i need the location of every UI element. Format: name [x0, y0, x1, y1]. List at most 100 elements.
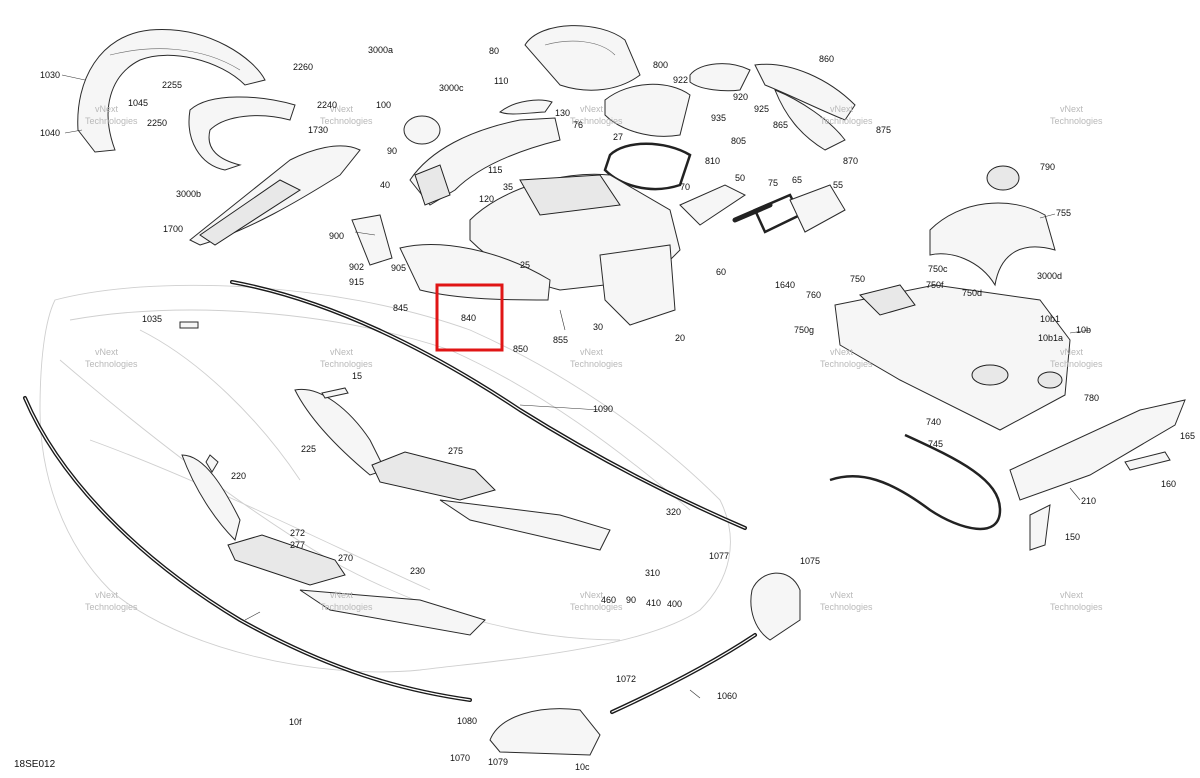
- rub-strip-upper: [230, 280, 747, 530]
- callout: 220: [231, 471, 246, 481]
- watermark: Technologies: [570, 359, 623, 369]
- callout: 277: [290, 540, 305, 550]
- callout: 100: [376, 100, 391, 110]
- callout: 25: [520, 260, 530, 270]
- callout: 745: [928, 439, 943, 449]
- callout: 3000c: [439, 83, 464, 93]
- watermark: vNext: [1060, 590, 1084, 600]
- callout: 1030: [40, 70, 60, 80]
- callout: 2255: [162, 80, 182, 90]
- callout: 922: [673, 75, 688, 85]
- callout: 3000a: [368, 45, 393, 55]
- drawing-code: 18SE012: [14, 759, 56, 770]
- callout: 845: [393, 303, 408, 313]
- plate-270: [227, 534, 346, 586]
- highlight-box: [435, 283, 504, 352]
- callout: 60: [716, 267, 726, 277]
- callout: 915: [349, 277, 364, 287]
- callout: 1090: [593, 404, 613, 414]
- cover-2250: [188, 96, 296, 171]
- pad-110: [499, 99, 553, 115]
- callout: 210: [1081, 496, 1096, 506]
- strip-75: [732, 202, 773, 223]
- callout: 115: [488, 165, 502, 175]
- callout: 320: [666, 507, 681, 517]
- callout: 1075: [800, 556, 820, 566]
- callout: 1060: [717, 691, 737, 701]
- callout: 160: [1161, 479, 1176, 489]
- watermark: Technologies: [85, 359, 138, 369]
- tab-15-upper: [321, 387, 349, 399]
- pad-220: [181, 454, 241, 541]
- callout: 10b1a: [1038, 333, 1063, 343]
- callout: 410: [646, 598, 661, 608]
- callout: 165: [1180, 431, 1195, 441]
- callout: 90: [387, 146, 397, 156]
- watermark: vNext: [330, 104, 354, 114]
- callout: 1077: [709, 551, 729, 561]
- callout: 3000d: [1037, 271, 1062, 281]
- callout: 750: [850, 274, 865, 284]
- callout: 50: [735, 173, 745, 183]
- tab-1035-upper: [179, 321, 199, 329]
- pad-235: [439, 499, 611, 551]
- watermark: Technologies: [320, 116, 373, 126]
- callout: 875: [876, 125, 891, 135]
- bracket-900: [351, 214, 393, 266]
- tab-15-lower: [205, 454, 219, 473]
- callout: 3000b: [176, 189, 201, 199]
- mirror-860: [754, 63, 856, 151]
- callout: 310: [645, 568, 660, 578]
- watermark: vNext: [830, 590, 854, 600]
- watermark: vNext: [330, 590, 354, 600]
- mirror-920: [689, 63, 751, 92]
- pad-225: [294, 388, 386, 476]
- callout: 750f: [926, 280, 944, 290]
- callout: 900: [329, 231, 344, 241]
- watermark: Technologies: [320, 359, 373, 369]
- callout: 2260: [293, 62, 313, 72]
- callout: 920: [733, 92, 748, 102]
- watermark: vNext: [95, 590, 119, 600]
- watermark: vNext: [830, 104, 854, 114]
- callout: 2240: [317, 100, 337, 110]
- callout: 27: [613, 132, 623, 142]
- callout: 750d: [962, 288, 982, 298]
- callout: 805: [731, 136, 746, 146]
- cover-1075: [750, 572, 801, 641]
- knob-100: [403, 115, 441, 145]
- callout: 902: [349, 262, 364, 272]
- callout: 1700: [163, 224, 183, 234]
- vent-55: [789, 184, 846, 233]
- watermarks: vNext Technologies vNext Technologies vN…: [85, 104, 1103, 612]
- watermark: Technologies: [570, 116, 623, 126]
- callout: 790: [1040, 162, 1055, 172]
- tray-750: [834, 284, 1071, 431]
- callout: 10b: [1076, 325, 1091, 335]
- callout: 460: [601, 595, 616, 605]
- callout: 70: [680, 182, 690, 192]
- callout: 870: [843, 156, 858, 166]
- callout: 1072: [616, 674, 636, 684]
- cover-755: [929, 202, 1056, 287]
- watermark: vNext: [1060, 347, 1084, 357]
- callouts: 1030 1045 1040 2255 2260 2250 2240 1730 …: [40, 45, 1195, 772]
- watermark: Technologies: [1050, 602, 1103, 612]
- callout: 855: [553, 335, 568, 345]
- lid-800: [604, 83, 691, 137]
- callout: 75: [768, 178, 778, 188]
- watermark: Technologies: [570, 602, 623, 612]
- seal-cord: [829, 433, 1002, 531]
- callout: 1730: [308, 125, 328, 135]
- callout: 755: [1056, 208, 1071, 218]
- callout: 780: [1084, 393, 1099, 403]
- callout: 90: [626, 595, 636, 605]
- callout: 120: [479, 194, 494, 204]
- callout: 40: [380, 180, 390, 190]
- callout: 225: [301, 444, 316, 454]
- tag-150: [1029, 504, 1051, 551]
- cap-790: [986, 165, 1020, 191]
- watermark: vNext: [330, 347, 354, 357]
- callout: 840: [461, 313, 476, 323]
